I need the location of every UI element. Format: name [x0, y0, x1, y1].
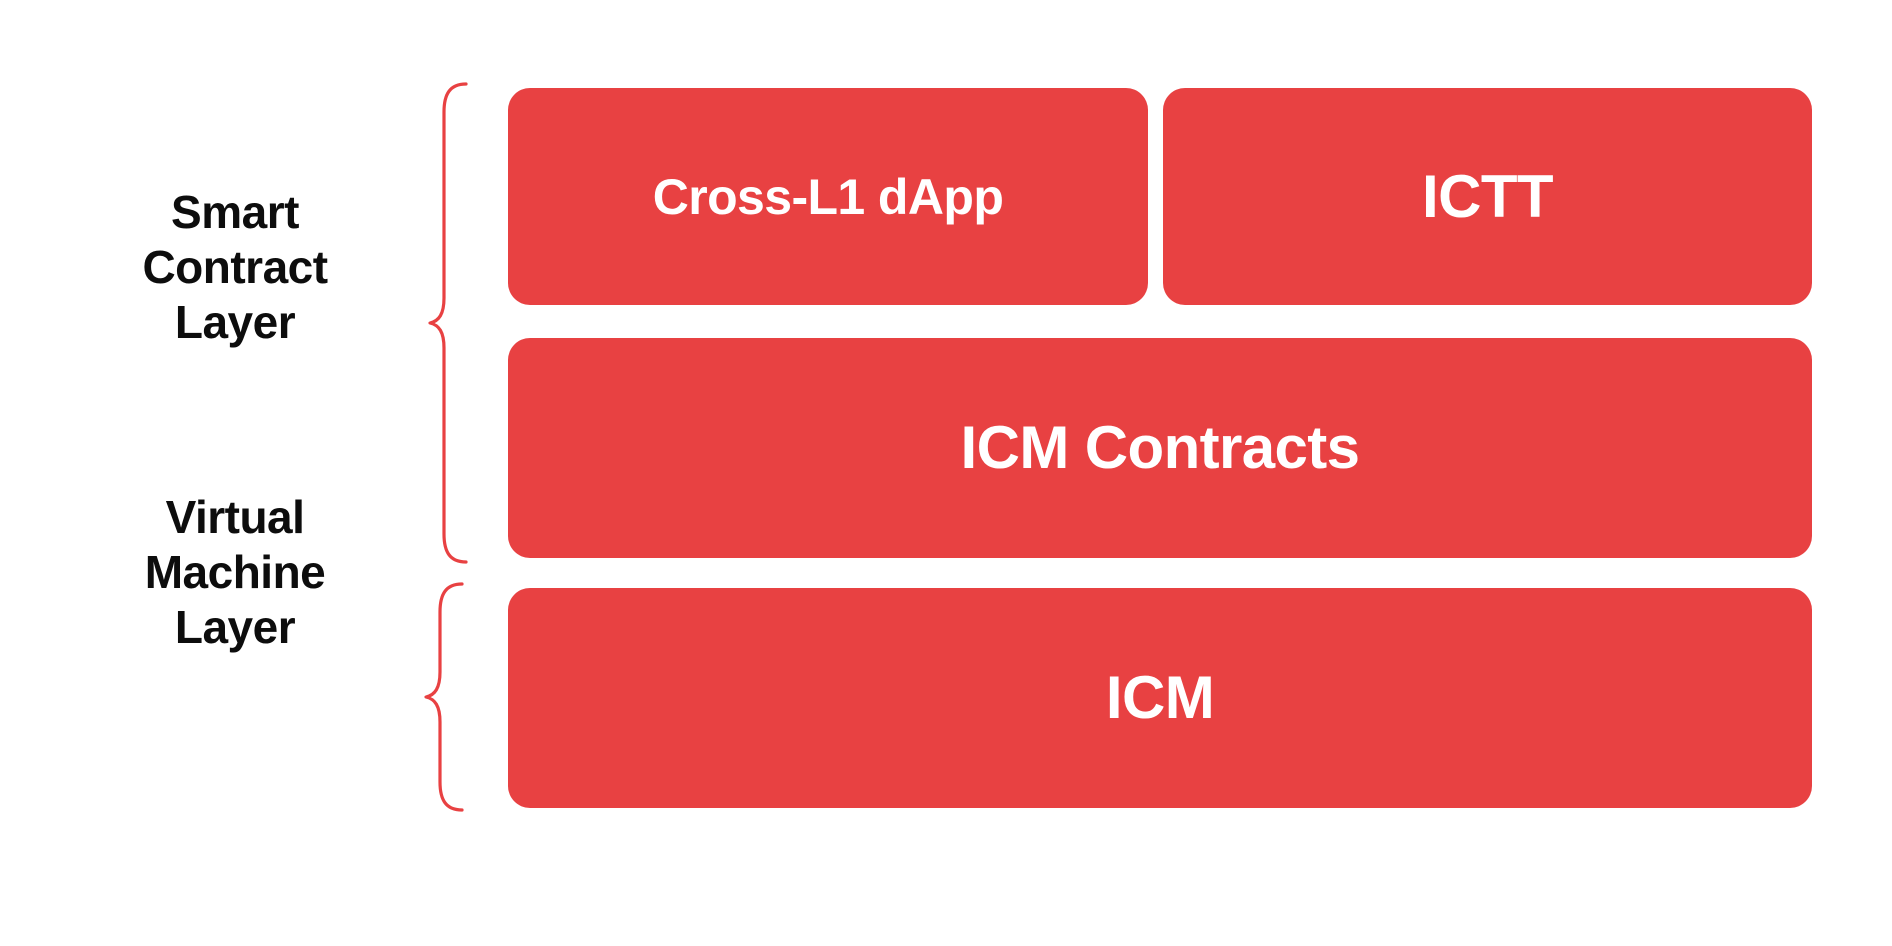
curly-brace-left-icon-virtual-machine [424, 582, 464, 812]
layer-label-virtual-machine: Virtual Machine Layer [144, 491, 326, 654]
node-box-ictt[interactable]: ICTT [1163, 88, 1812, 305]
node-label-icm-contracts: ICM Contracts [960, 414, 1361, 481]
layer-label-smart-contract: Smart Contract Layer [142, 186, 328, 349]
node-label-icm: ICM [1105, 664, 1215, 731]
node-box-cross-l1-dapp[interactable]: Cross-L1 dApp [508, 88, 1148, 305]
node-box-icm-contracts[interactable]: ICM Contracts [508, 338, 1812, 558]
node-box-icm[interactable]: ICM [508, 588, 1812, 808]
node-label-ictt: ICTT [1422, 162, 1554, 230]
curly-brace-left-icon-smart-contract [428, 82, 468, 564]
node-label-cross-l1-dapp: Cross-L1 dApp [652, 168, 1004, 225]
